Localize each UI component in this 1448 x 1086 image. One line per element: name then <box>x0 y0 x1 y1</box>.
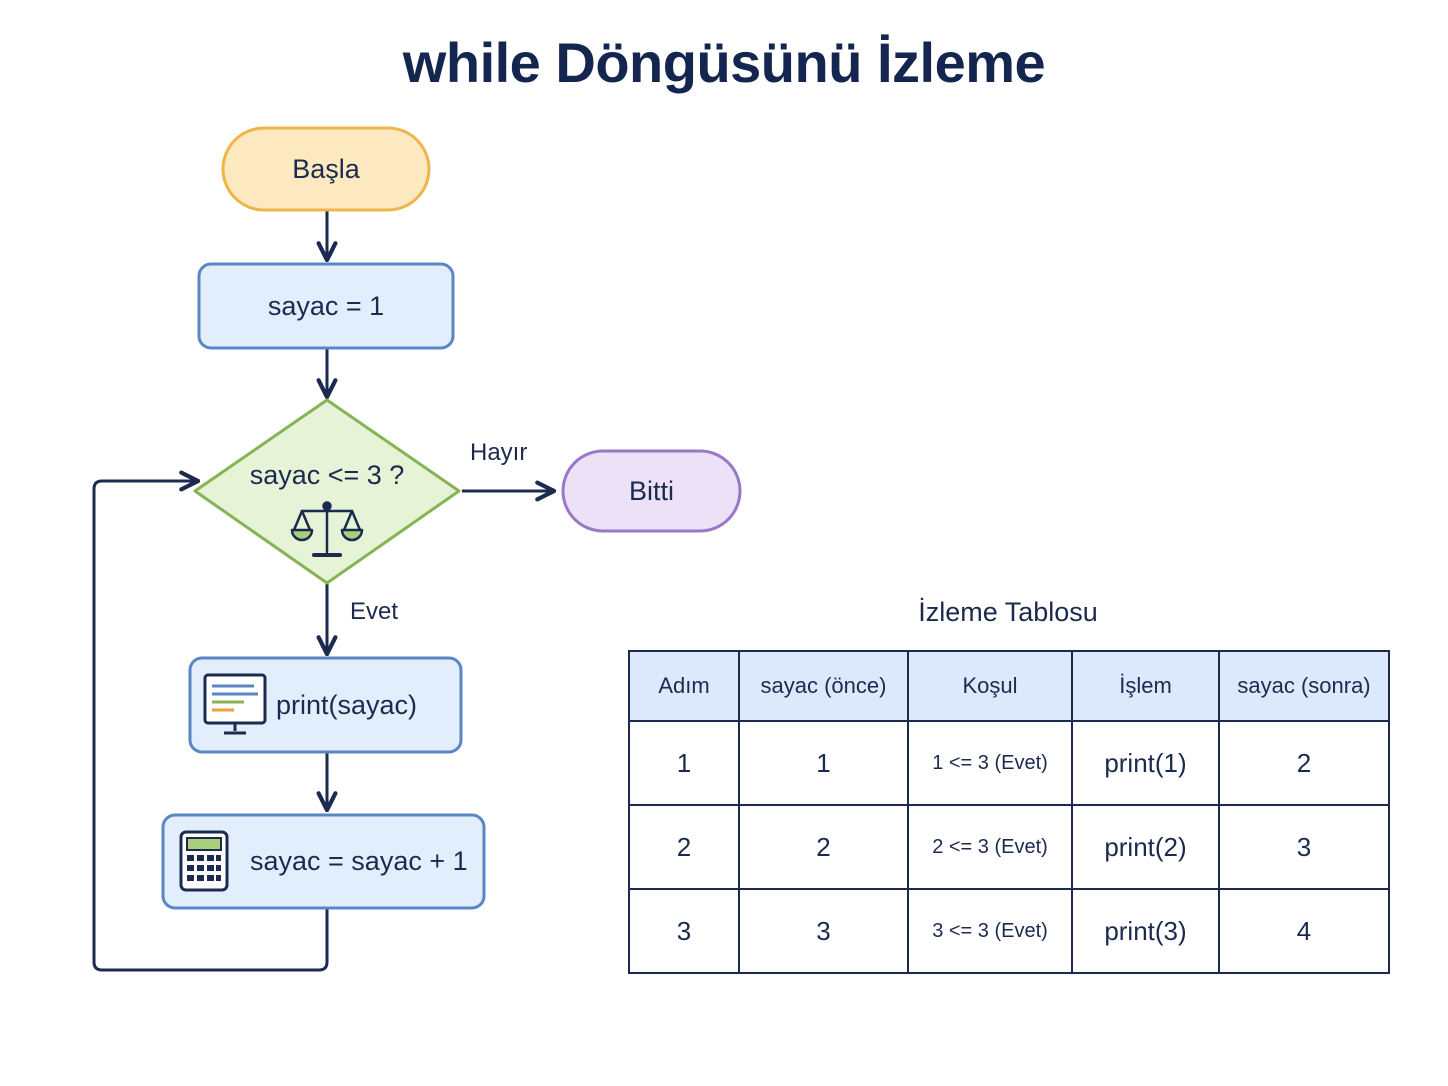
condition-label: sayac <= 3 ? <box>249 459 405 490</box>
table-row: 1 1 1 <= 3 (Evet) print(1) 2 <box>628 720 1390 806</box>
table-header-row: Adım sayac (önce) Koşul İşlem sayac (son… <box>628 650 1390 722</box>
cell-step: 1 <box>628 720 740 806</box>
cell-condition: 1 <= 3 (Evet) <box>907 720 1073 806</box>
cell-condition: 3 <= 3 (Evet) <box>907 888 1073 974</box>
header-condition: Koşul <box>907 650 1073 722</box>
cell-operation: print(2) <box>1071 804 1220 890</box>
monitor-icon <box>203 673 267 735</box>
start-label: Başla <box>292 153 360 184</box>
start-node <box>221 126 431 212</box>
cell-operation: print(3) <box>1071 888 1220 974</box>
no-branch-label: Hayır <box>470 439 528 466</box>
header-operation: İşlem <box>1071 650 1220 722</box>
increment-node <box>161 813 486 910</box>
condition-node <box>193 398 461 585</box>
scale-icon <box>290 501 364 557</box>
cell-counter-after: 4 <box>1218 888 1390 974</box>
cell-operation: print(1) <box>1071 720 1220 806</box>
cell-counter-before: 1 <box>738 720 909 806</box>
trace-table-title: İzleme Tablosu <box>918 597 1098 627</box>
calculator-icon <box>179 830 229 892</box>
init-label: sayac = 1 <box>267 290 385 321</box>
end-label: Bitti <box>628 475 674 506</box>
cell-counter-before: 3 <box>738 888 909 974</box>
loop-back-arrow <box>92 470 329 972</box>
cell-step: 3 <box>628 888 740 974</box>
table-row: 3 3 3 <= 3 (Evet) print(3) 4 <box>628 888 1390 974</box>
cell-counter-after: 3 <box>1218 804 1390 890</box>
cell-counter-before: 2 <box>738 804 909 890</box>
trace-table: Adım sayac (önce) Koşul İşlem sayac (son… <box>628 650 1390 974</box>
cell-condition: 2 <= 3 (Evet) <box>907 804 1073 890</box>
page-title: while Döngüsünü İzleme <box>402 31 1046 94</box>
yes-branch-label: Evet <box>350 598 399 625</box>
header-counter-after: sayac (sonra) <box>1218 650 1390 722</box>
header-step: Adım <box>628 650 740 722</box>
cell-counter-after: 2 <box>1218 720 1390 806</box>
end-node <box>561 449 742 533</box>
init-node <box>197 262 455 350</box>
header-counter-before: sayac (önce) <box>738 650 909 722</box>
cell-step: 2 <box>628 804 740 890</box>
table-row: 2 2 2 <= 3 (Evet) print(2) 3 <box>628 804 1390 890</box>
increment-label: sayac = sayac + 1 <box>250 846 468 876</box>
print-label: print(sayac) <box>276 689 418 720</box>
